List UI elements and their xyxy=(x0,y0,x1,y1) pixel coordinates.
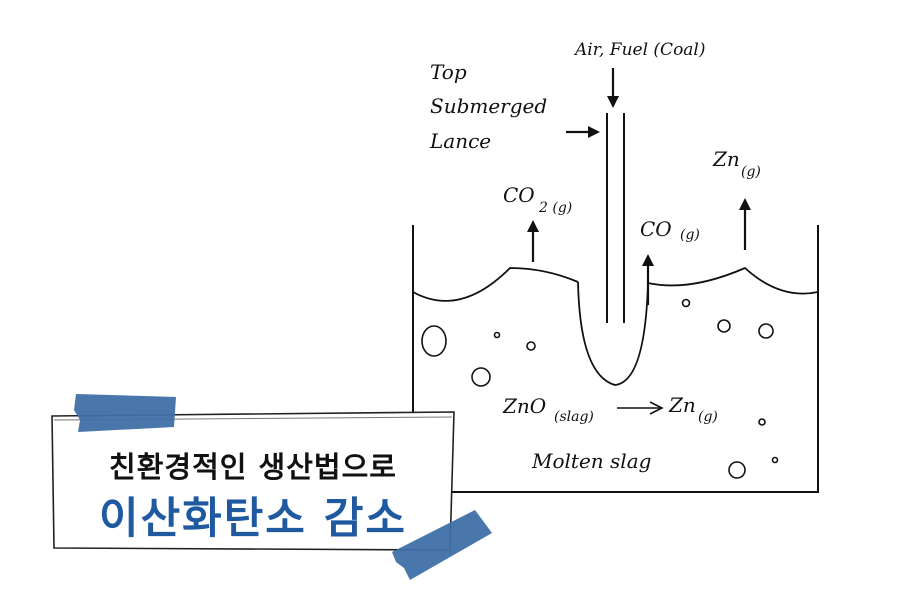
zno-label: ZnO xyxy=(502,394,546,418)
lance-label: Lance xyxy=(429,129,491,153)
slag-bubbles xyxy=(421,298,779,479)
co2-subscript: 2 (g) xyxy=(538,200,572,216)
furnace-vessel xyxy=(412,225,819,493)
caption-line-2: 이산화탄소 감소 xyxy=(99,494,407,544)
bubble xyxy=(471,367,491,387)
lance-cavity xyxy=(577,281,649,386)
air-fuel-arrow xyxy=(607,68,619,108)
co2-up-arrow xyxy=(527,220,539,262)
zn-product-label: Zn xyxy=(668,393,696,417)
caption-line-1: 친환경적인 생산법으로 xyxy=(109,450,397,484)
bubble xyxy=(758,323,774,339)
bubble xyxy=(493,331,501,339)
submerged-label: Submerged xyxy=(430,94,547,118)
zn-subscript: (g) xyxy=(741,164,761,180)
bubble xyxy=(681,298,691,308)
bubble xyxy=(717,319,731,333)
reaction-arrow xyxy=(617,401,664,415)
co2-label: CO xyxy=(503,183,535,207)
zn-up-arrow xyxy=(739,198,751,250)
co-label: CO xyxy=(640,217,672,241)
air-fuel-label: Air, Fuel (Coal) xyxy=(573,40,706,60)
bubble xyxy=(421,325,447,357)
bubble xyxy=(758,418,766,426)
lance-pointer-arrow xyxy=(566,126,600,138)
co-up-arrow xyxy=(642,254,654,305)
bubble xyxy=(728,461,746,479)
molten-slag-label: Molten slag xyxy=(531,449,651,473)
top-label: Top xyxy=(430,60,467,84)
bubble xyxy=(771,456,779,464)
slag-surface xyxy=(412,266,819,302)
caption-card: 친환경적인 생산법으로 이산화탄소 감소 xyxy=(48,408,458,554)
co-subscript: (g) xyxy=(680,227,700,243)
bubble xyxy=(526,341,536,351)
zno-subscript: (slag) xyxy=(554,409,594,425)
zn-label: Zn xyxy=(712,147,740,171)
zn-product-subscript: (g) xyxy=(698,409,718,425)
